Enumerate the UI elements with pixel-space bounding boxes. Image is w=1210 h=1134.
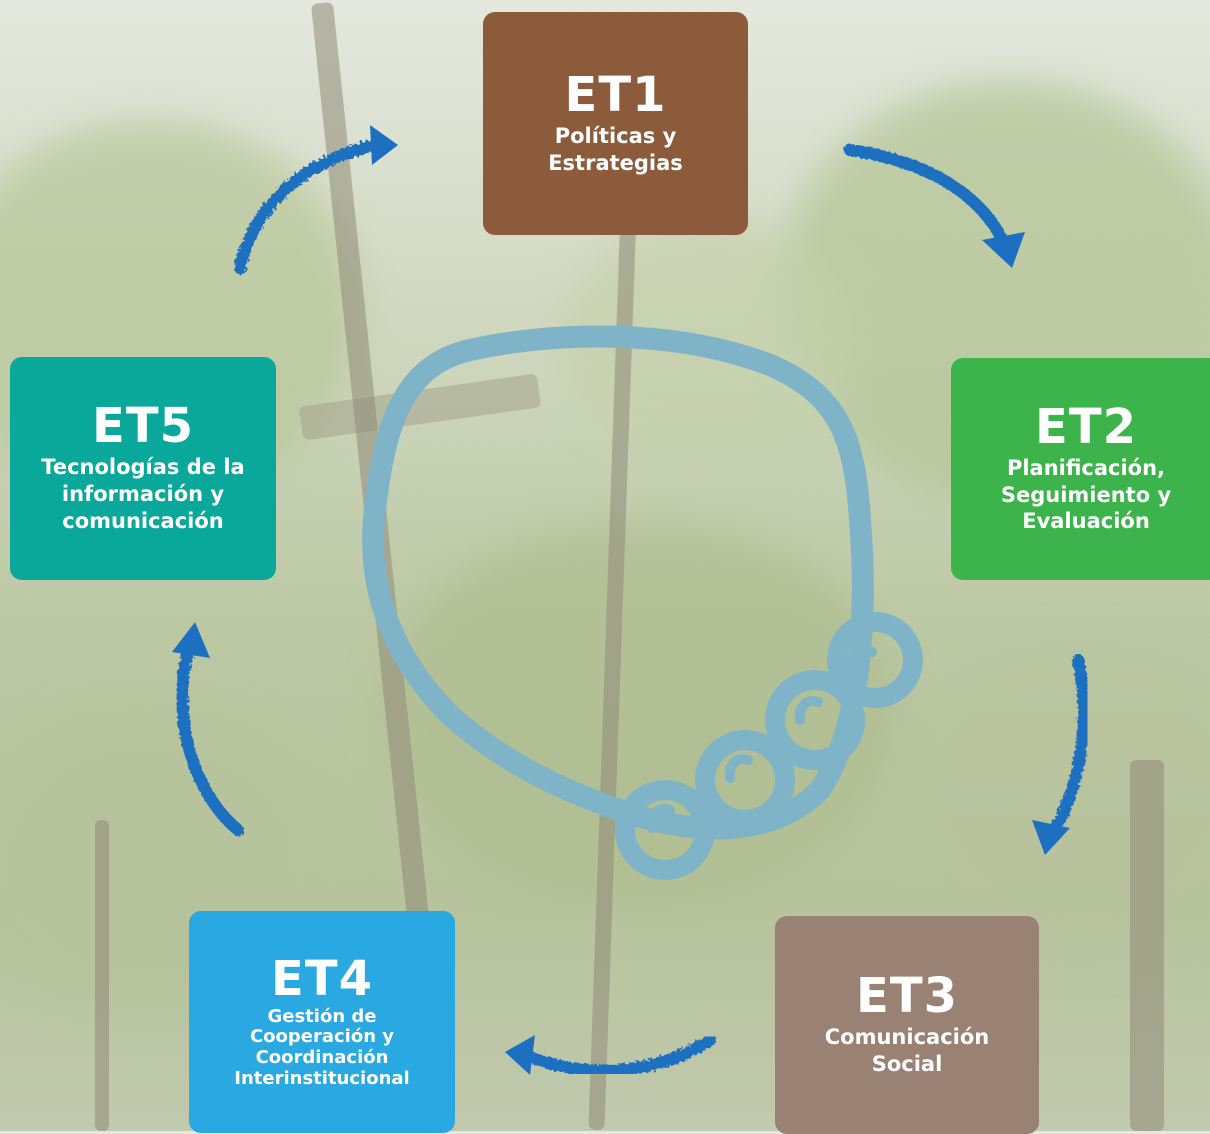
et5-box: ET5 Tecnologías de la información y comu… <box>10 357 276 580</box>
maya-day-glyph-icon <box>362 325 923 880</box>
et2-label: Planificación, Seguimiento y Evaluación <box>1000 455 1172 534</box>
et1-code: ET1 <box>564 66 667 123</box>
et4-label: Gestión de Cooperación y Coordinación In… <box>234 1005 410 1089</box>
et3-code: ET3 <box>856 968 958 1025</box>
et3-label: Comunicación Social <box>824 1025 990 1076</box>
et5-code: ET5 <box>92 398 194 455</box>
et3-box: ET3 Comunicación Social <box>775 916 1039 1134</box>
et2-box: ET2 Planificación, Seguimiento y Evaluac… <box>951 358 1210 580</box>
et4-code: ET4 <box>271 950 373 1007</box>
et4-box: ET4 Gestión de Cooperación y Coordinació… <box>189 911 455 1133</box>
et1-label: Políticas y Estrategias <box>548 123 683 175</box>
brush-stroke-arrow-icon <box>172 125 1090 1077</box>
et5-label: Tecnologías de la información y comunica… <box>41 455 245 533</box>
et1-box: ET1 Políticas y Estrategias <box>483 12 748 235</box>
et2-code: ET2 <box>1035 398 1137 455</box>
